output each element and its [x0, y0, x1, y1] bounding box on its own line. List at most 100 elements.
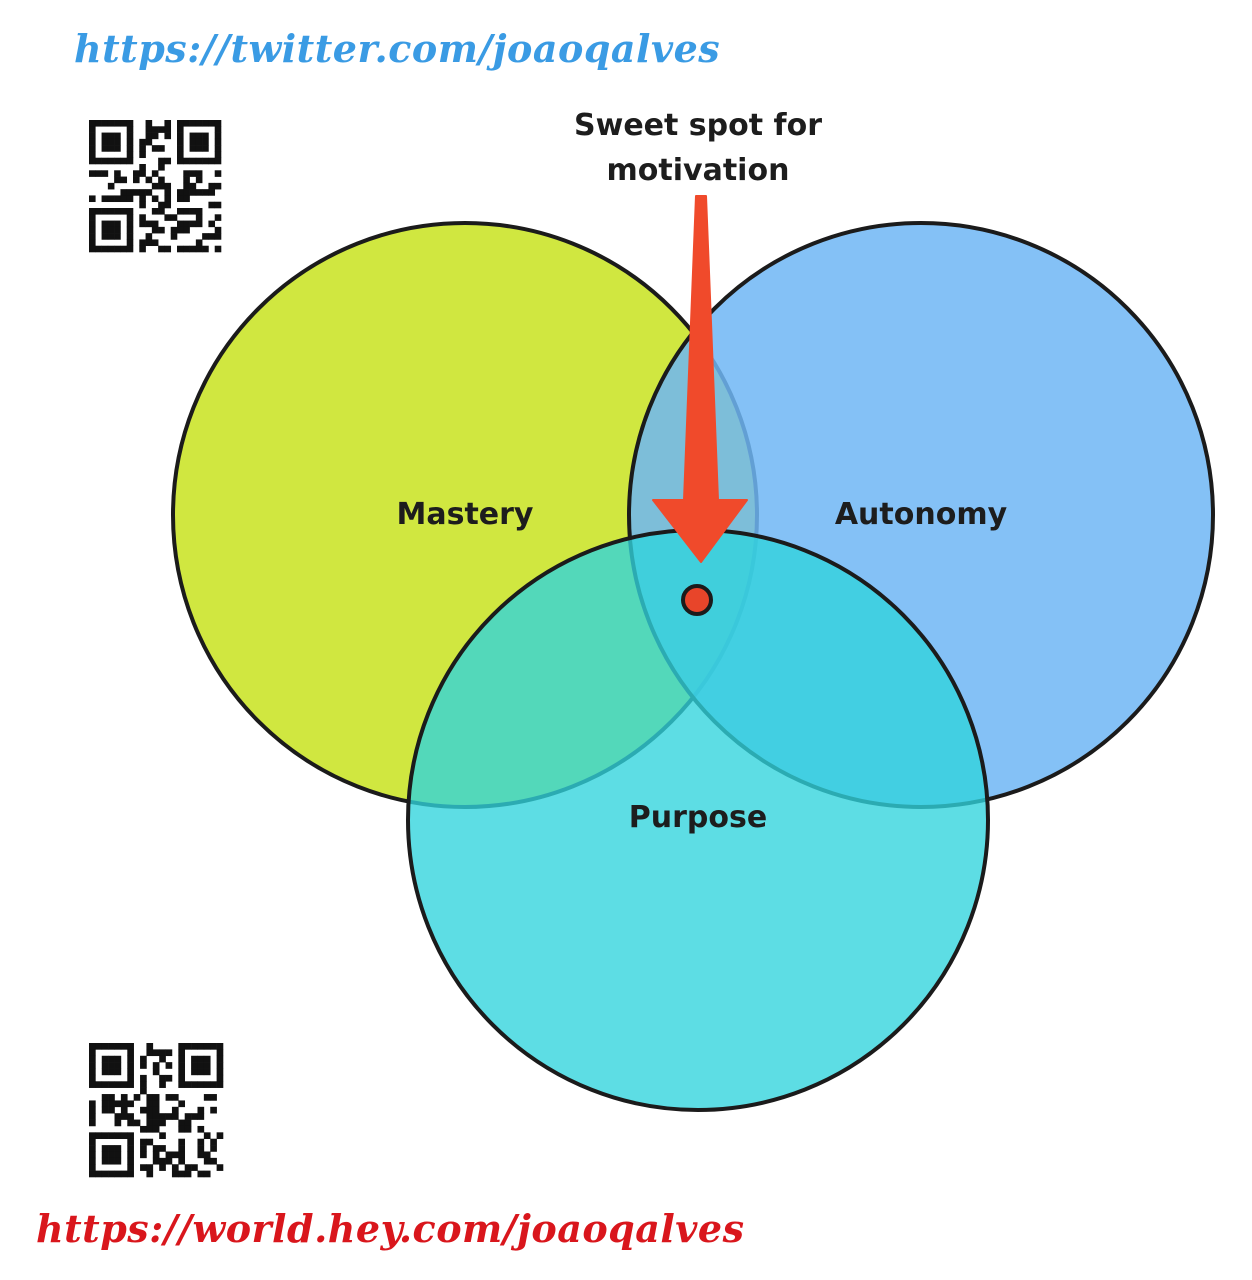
qr-module	[189, 145, 197, 152]
qr-module	[89, 1081, 96, 1088]
qr-module	[203, 1081, 211, 1088]
qr-module	[89, 138, 96, 146]
qr-module	[184, 1170, 192, 1178]
qr-module	[178, 1081, 186, 1088]
qr-module	[189, 189, 197, 196]
qr-module	[191, 1055, 198, 1063]
qr-module	[158, 164, 165, 171]
qr-module	[108, 1094, 115, 1101]
qr-module	[107, 157, 115, 165]
qr-module	[120, 195, 128, 203]
hey-link[interactable]: https://world.hey.com/joaoqalves	[36, 1206, 745, 1251]
qr-module	[89, 208, 96, 215]
qr-module	[89, 1106, 96, 1114]
qr-module	[208, 201, 216, 209]
qr-module	[114, 1068, 122, 1076]
qr-module	[197, 1062, 205, 1069]
qr-module	[107, 233, 115, 240]
qr-module	[195, 138, 203, 146]
qr-module	[214, 157, 222, 165]
qr-module	[203, 1055, 211, 1063]
qr-module	[95, 1170, 103, 1178]
qr-module	[95, 1132, 103, 1140]
qr-module	[184, 1119, 192, 1127]
qr-module	[89, 220, 96, 228]
qr-module	[151, 195, 159, 203]
qr-module	[101, 195, 109, 203]
qr-module	[120, 1094, 128, 1101]
qr-module	[114, 195, 121, 203]
qr-module	[145, 233, 153, 240]
qr-module	[165, 1049, 173, 1057]
twitter-qr-code[interactable]	[89, 120, 222, 253]
qr-module	[127, 1055, 134, 1063]
qr-module	[164, 120, 172, 127]
qr-module	[95, 208, 102, 215]
qr-module	[203, 1151, 211, 1159]
qr-module	[203, 1043, 211, 1050]
qr-module	[152, 1125, 160, 1133]
qr-module	[197, 1068, 205, 1076]
qr-module	[139, 151, 146, 159]
qr-module	[170, 233, 178, 240]
qr-module	[127, 1113, 134, 1120]
qr-module	[127, 1138, 134, 1146]
qr-module	[126, 226, 134, 234]
qr-module	[195, 145, 203, 152]
qr-module	[178, 1062, 186, 1069]
qr-module	[164, 195, 172, 203]
qr-module	[208, 189, 216, 196]
qr-module	[202, 157, 209, 165]
qr-module	[189, 220, 197, 228]
qr-module	[146, 1049, 154, 1057]
qr-module	[114, 1170, 122, 1178]
qr-module	[108, 1055, 115, 1063]
qr-module	[95, 1081, 103, 1088]
qr-module	[197, 1081, 205, 1088]
qr-module	[152, 1049, 160, 1057]
qr-module	[89, 233, 96, 240]
qr-module	[183, 195, 190, 203]
qr-module	[120, 1170, 128, 1178]
qr-module	[107, 145, 115, 152]
qr-module	[120, 208, 128, 215]
annotation-line-2: motivation	[607, 153, 790, 188]
qr-module	[108, 1068, 115, 1076]
qr-module	[183, 170, 190, 177]
qr-module	[197, 1151, 205, 1159]
qr-module	[139, 201, 146, 209]
qr-module	[145, 176, 153, 184]
qr-module	[189, 170, 197, 177]
qr-module	[210, 1043, 217, 1050]
qr-module	[195, 239, 203, 247]
qr-module	[120, 120, 128, 127]
qr-module	[89, 245, 96, 253]
qr-module	[189, 157, 197, 165]
hey-qr-code[interactable]	[89, 1043, 224, 1178]
qr-module	[145, 189, 153, 196]
qr-module	[101, 1068, 109, 1076]
qr-module	[107, 226, 115, 234]
twitter-link[interactable]: https://twitter.com/joaoqalves	[74, 26, 721, 71]
qr-module	[108, 1145, 115, 1152]
qr-module	[126, 233, 134, 240]
qr-module	[114, 245, 121, 253]
qr-module	[114, 220, 121, 228]
qr-module	[184, 1043, 192, 1050]
qr-module	[108, 1081, 115, 1088]
qr-module	[107, 195, 115, 203]
qr-module	[145, 239, 153, 247]
qr-module	[133, 170, 140, 177]
qr-module	[164, 157, 172, 165]
qr-module	[177, 145, 184, 152]
qr-module	[101, 145, 109, 152]
qr-module	[208, 157, 216, 165]
qr-module	[178, 1151, 186, 1159]
qr-module	[108, 1132, 115, 1140]
qr-module	[114, 233, 121, 240]
qr-module	[114, 132, 121, 140]
qr-module	[191, 1081, 198, 1088]
qr-module	[126, 208, 134, 215]
qr-module	[101, 1145, 109, 1152]
qr-module	[126, 245, 134, 253]
